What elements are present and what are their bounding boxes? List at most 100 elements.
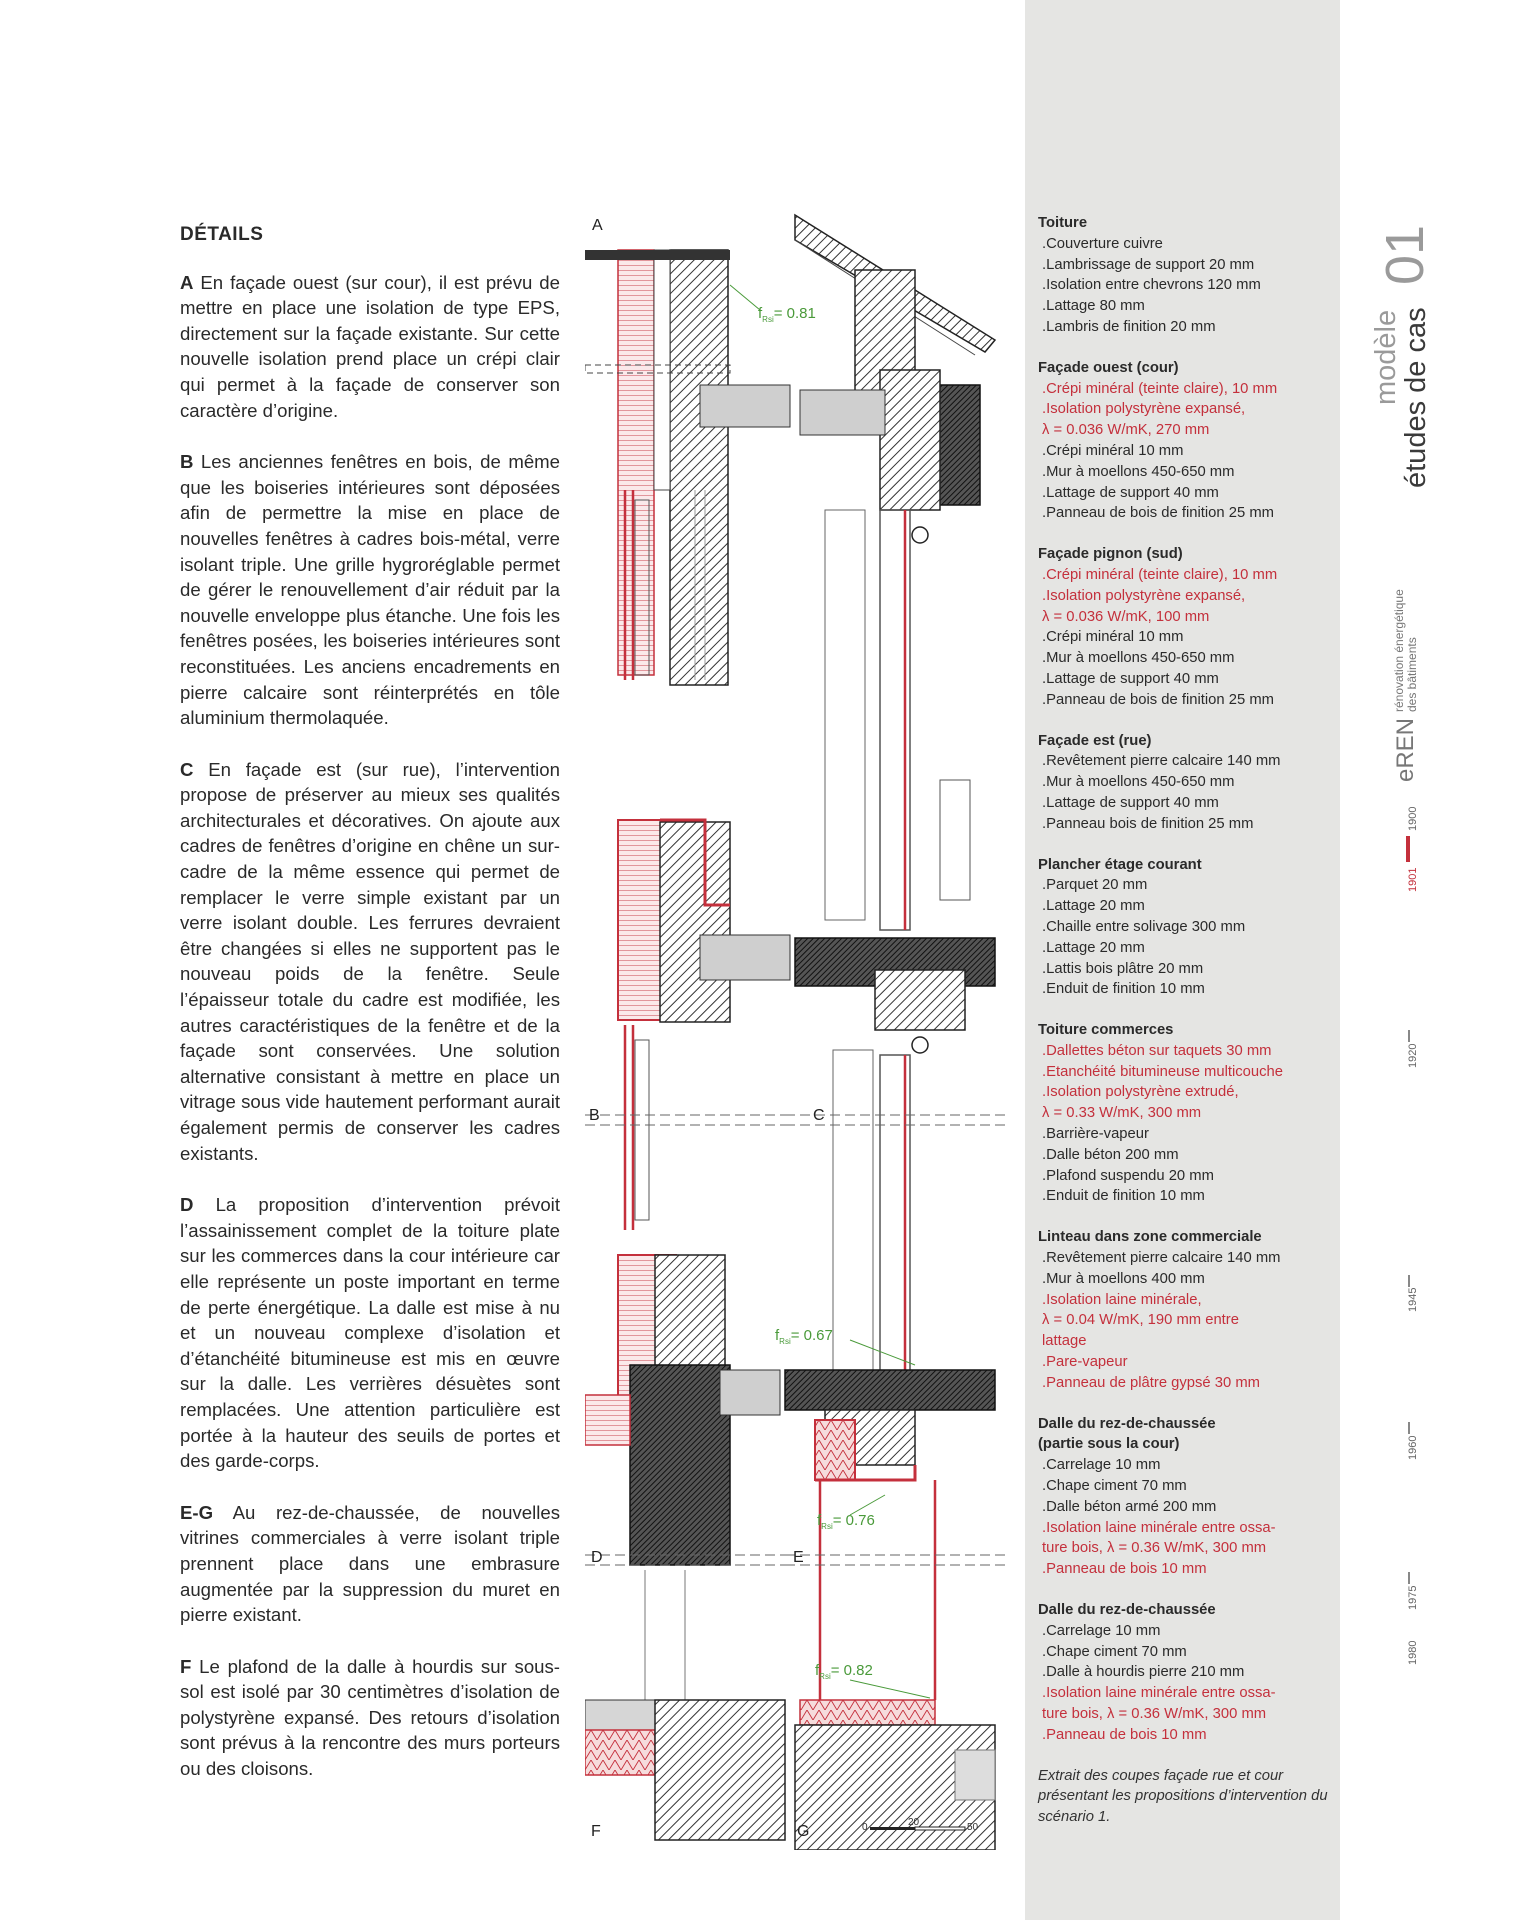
material-legend: Toiture.Couverture cuivre.Lambrissage de… xyxy=(1038,213,1338,1828)
legend-item: .Lattage de support 40 mm xyxy=(1042,670,1219,687)
legend-item: λ = 0.33 W/mK, 300 mm xyxy=(1042,1105,1202,1122)
legend-item: .Lattage 80 mm xyxy=(1042,298,1145,315)
svg-text:fRsi= 0.76: fRsi= 0.76 xyxy=(817,1512,875,1531)
section-label-c: C xyxy=(813,1107,825,1124)
timeline-year-1900: 1900 xyxy=(1407,806,1419,831)
paragraph-text: Les anciennes fenêtres en bois, de même … xyxy=(180,451,560,729)
frsi-annotation-1: fRsi= 0.81 xyxy=(729,284,816,324)
paragraph-tag: B xyxy=(180,451,194,473)
frsi-subscript: Rsi xyxy=(762,315,774,324)
frsi-annotation-4: fRsi= 0.82 xyxy=(815,1662,931,1699)
legend-section-title: Toiture commerces xyxy=(1038,1022,1174,1039)
series-number: 01 xyxy=(1375,224,1435,285)
timeline-year-1980: 1980 xyxy=(1407,1640,1419,1665)
legend-item: .Enduit de finition 10 mm xyxy=(1042,1188,1205,1205)
paragraph-e-g: E-G Au rez-de-chaussée, de nouvelles vit… xyxy=(180,1500,560,1628)
frsi-annotation-2: fRsi= 0.67 xyxy=(775,1327,916,1366)
paragraph-text: En façade ouest (sur cour), il est prévu… xyxy=(180,271,560,421)
section-heading: DÉTAILS xyxy=(180,224,264,245)
legend-item: .Lambrissage de support 20 mm xyxy=(1042,256,1255,273)
legend-item: .Mur à moellons 450-650 mm xyxy=(1042,463,1235,480)
frsi-value: = 0.67 xyxy=(791,1327,833,1344)
timeline-year-1975: 1975 xyxy=(1407,1585,1419,1610)
legend-item: .Dallettes béton sur taquets 30 mm xyxy=(1042,1042,1272,1059)
legend-section: Plancher étage courant .Parquet 20 mm .Lat… xyxy=(1038,855,1338,1001)
legend-item: .Lattage de support 40 mm xyxy=(1042,484,1219,501)
legend-section: Dalle du rez-de-chaussée (partie sous la… xyxy=(1038,1414,1338,1580)
series-title-bottom: études de cas xyxy=(1400,307,1432,488)
legend-item: .Lattage 20 mm xyxy=(1042,939,1145,956)
paragraph-f: F Le plafond de la dalle à hourdis sur s… xyxy=(180,1654,560,1782)
scale-label-20: 20 xyxy=(908,1817,920,1828)
section-label-b: B xyxy=(589,1107,600,1124)
paragraph-tag: C xyxy=(180,758,194,780)
legend-item: .Crépi minéral (teinte claire), 10 mm xyxy=(1042,380,1278,397)
legend-section: Dalle du rez-de-chaussée .Carrelage 10 mm… xyxy=(1038,1600,1338,1746)
legend-item: .Crépi minéral 10 mm xyxy=(1042,629,1184,646)
legend-item: .Etanchéité bitumineuse multicouche xyxy=(1042,1063,1283,1080)
frsi-subscript: Rsi xyxy=(821,1522,833,1531)
frsi-subscript: Rsi xyxy=(779,1337,791,1346)
paragraph-text: En façade est (sur rue), l’intervention … xyxy=(180,758,560,1164)
legend-section: Façade est (rue) .Revêtement pierre calca… xyxy=(1038,731,1338,835)
facade-section-drawing: A B C D E F G fRsi= 0.81 fRsi= 0.67 fRsi… xyxy=(585,213,1005,1850)
legend-item: ture bois, λ = 0.36 W/mK, 300 mm xyxy=(1042,1706,1267,1722)
legend-item: .Isolation laine minérale entre ossa- xyxy=(1042,1519,1276,1536)
legend-item: .Mur à moellons 450-650 mm xyxy=(1042,650,1235,667)
svg-text:fRsi= 0.82: fRsi= 0.82 xyxy=(815,1662,873,1681)
legend-item: .Isolation entre chevrons 120 mm xyxy=(1042,277,1261,294)
legend-item: .Panneau de bois 10 mm xyxy=(1042,1561,1207,1578)
legend-item: .Lattage 20 mm xyxy=(1042,898,1145,915)
frsi-symbol: f xyxy=(758,305,763,322)
legend-item: .Carrelage 10 mm xyxy=(1042,1622,1161,1639)
legend-sidebar-background xyxy=(1025,0,1340,1920)
legend-section-title: Façade ouest (cour) xyxy=(1038,359,1179,376)
legend-item: .Pare-vapeur xyxy=(1042,1354,1128,1371)
legend-item: .Panneau de plâtre gypsé 30 mm xyxy=(1042,1374,1260,1391)
brand-subtitle-1: rénovation énergétique xyxy=(1392,589,1406,712)
timeline-marker xyxy=(1408,1422,1410,1434)
timeline-year-1920: 1920 xyxy=(1407,1043,1419,1068)
legend-section-title: Façade pignon (sud) xyxy=(1038,546,1183,563)
paragraph-tag: F xyxy=(180,1655,192,1677)
legend-item: .Lambris de finition 20 mm xyxy=(1042,318,1216,335)
legend-item: .Lattage de support 40 mm xyxy=(1042,794,1219,811)
legend-item: .Parquet 20 mm xyxy=(1042,877,1148,894)
frsi-value: = 0.82 xyxy=(831,1662,873,1679)
scale-bar: 0 20 50 xyxy=(862,1817,979,1833)
timeline-marker-current xyxy=(1406,836,1410,862)
paragraph-text: La proposition d’intervention prévoit l’… xyxy=(180,1194,560,1472)
paragraph-a: A En façade ouest (sur cour), il est pré… xyxy=(180,270,560,424)
legend-section-title: Dalle du rez-de-chaussée xyxy=(1038,1602,1216,1619)
legend-section-title: Toiture xyxy=(1038,215,1088,231)
timeline-year-1960: 1960 xyxy=(1407,1435,1419,1460)
scale-label-0: 0 xyxy=(862,1822,868,1833)
paragraph-tag: A xyxy=(180,271,194,293)
legend-section: Linteau dans zone commerciale.Revêtement… xyxy=(1038,1227,1338,1393)
legend-item: .Panneau bois de finition 25 mm xyxy=(1042,815,1254,832)
legend-item: ture bois, λ = 0.36 W/mK, 300 mm xyxy=(1042,1540,1267,1557)
figure-caption: Extrait des coupes façade rue et cour pr… xyxy=(1038,1767,1328,1826)
paragraph-d: D La proposition d’intervention prévoit … xyxy=(180,1192,560,1474)
legend-item: .Plafond suspendu 20 mm xyxy=(1042,1167,1214,1184)
paragraph-text: Le plafond de la dalle à hourdis sur sou… xyxy=(180,1655,560,1780)
legend-section: Façade ouest (cour) .Crépi minéral (teint… xyxy=(1038,358,1338,524)
timeline-year-1945: 1945 xyxy=(1407,1287,1419,1312)
svg-text:fRsi= 0.81: fRsi= 0.81 xyxy=(758,305,816,324)
legend-item: .Dalle béton 200 mm xyxy=(1042,1146,1179,1163)
legend-section: Toiture commerces .Dallettes béton sur ta… xyxy=(1038,1020,1338,1207)
paragraph-tag: D xyxy=(180,1194,194,1216)
legend-item: .Panneau de bois de finition 25 mm xyxy=(1042,691,1274,708)
legend-section-title: Plancher étage courant xyxy=(1038,856,1202,873)
frsi-symbol: f xyxy=(817,1512,822,1529)
legend-item: .Barrière-vapeur xyxy=(1042,1126,1149,1143)
legend-item: .Crépi minéral 10 mm xyxy=(1042,442,1184,459)
legend-item: .Revêtement pierre calcaire 140 mm xyxy=(1042,1250,1281,1267)
frsi-annotation-3: fRsi= 0.76 xyxy=(817,1494,886,1531)
section-label-d: D xyxy=(591,1549,603,1566)
timeline-marker xyxy=(1408,1572,1410,1584)
legend-item: .Revêtement pierre calcaire 140 mm xyxy=(1042,753,1281,770)
section-label-e: E xyxy=(793,1549,804,1566)
legend-section: Toiture.Couverture cuivre.Lambrissage de… xyxy=(1038,213,1338,338)
legend-section-title: Façade est (rue) xyxy=(1038,732,1152,749)
